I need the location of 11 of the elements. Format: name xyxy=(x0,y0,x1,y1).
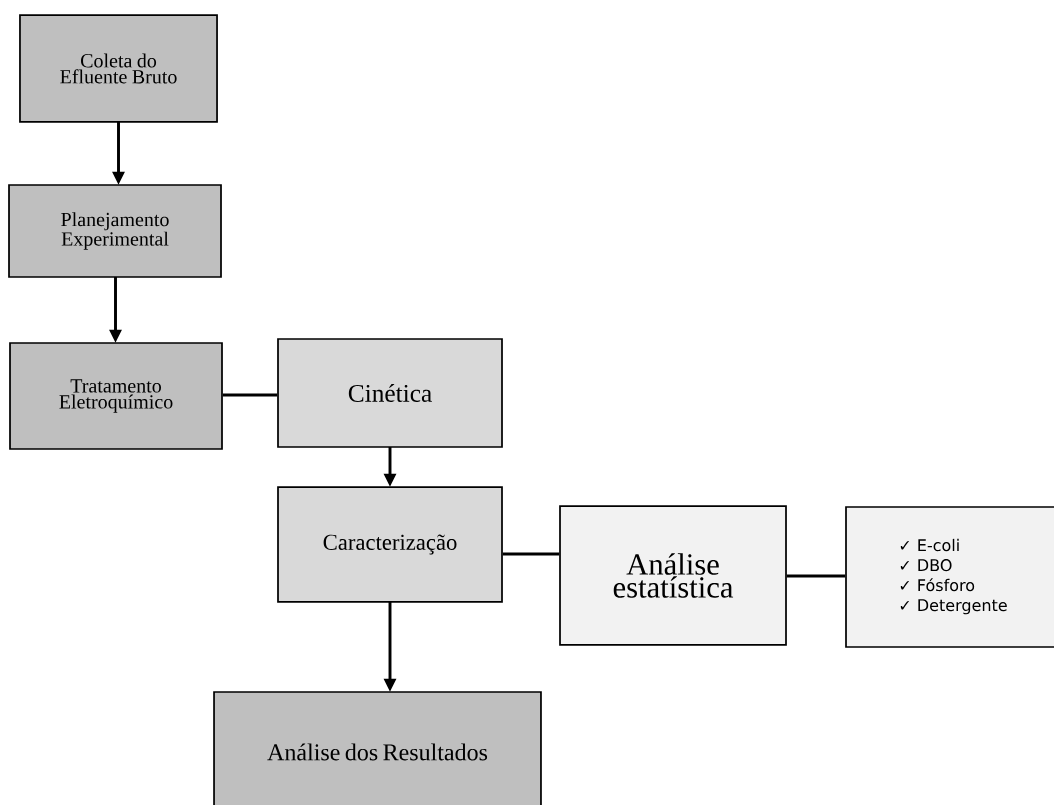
process-box: Planejamento Experimental xyxy=(8,184,222,278)
process-box: Análise estatística xyxy=(559,505,787,646)
connector-line xyxy=(222,393,278,397)
process-box: Tratamento Eletroquímico xyxy=(9,342,223,450)
list-box: ✓ E-coli ✓ DBO ✓ Fósforo ✓ Detergente xyxy=(845,506,1054,648)
connector-line xyxy=(786,574,846,578)
process-box: Cinética xyxy=(277,338,503,448)
process-box: Análise dos Resultados xyxy=(213,691,542,805)
process-box: Caracterização xyxy=(277,486,503,603)
connector-line xyxy=(502,552,560,556)
process-box: Coleta do Efluente Bruto xyxy=(19,14,218,123)
